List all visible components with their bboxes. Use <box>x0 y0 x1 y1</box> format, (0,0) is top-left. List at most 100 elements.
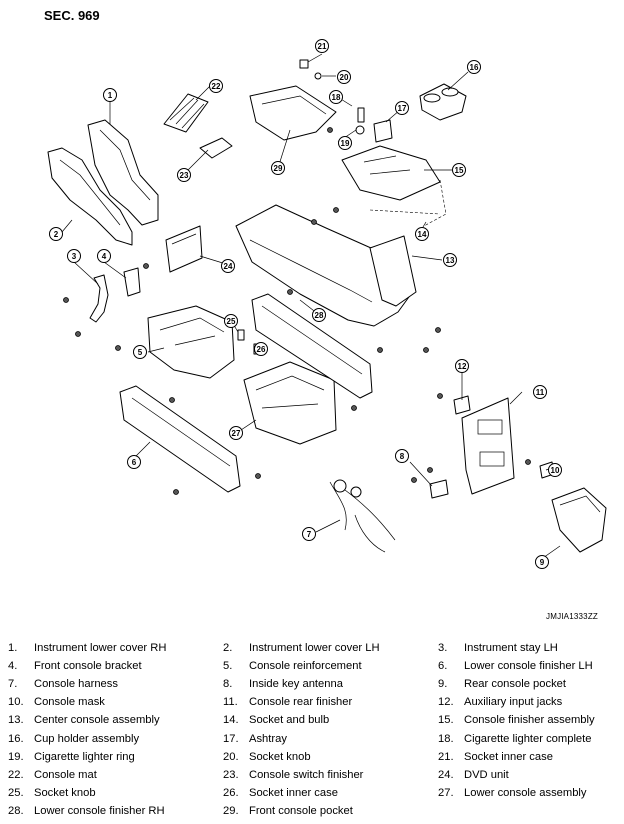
callout-number: 10 <box>551 466 560 475</box>
legend-item: 6.Lower console finisher LH <box>438 660 620 672</box>
legend-item-number: 28. <box>8 804 24 817</box>
callout-18: 18 <box>329 90 343 104</box>
callout-16: 16 <box>467 60 481 74</box>
part-8-shape <box>429 479 449 499</box>
callout-20: 20 <box>337 70 351 84</box>
legend-row: 1. Instrument lower cover RH 2. Instrument … <box>8 639 620 657</box>
callout-5: 5 <box>133 345 147 359</box>
legend-item: 9.Rear console pocket <box>438 678 620 690</box>
callout-21: 21 <box>315 39 329 53</box>
legend-item: 25.Socket knob <box>8 787 223 799</box>
callout-17: 17 <box>395 101 409 115</box>
legend-item: 15. Console finisher assembly <box>438 714 620 726</box>
legend-item: 27. Lower console assembly <box>438 787 620 799</box>
callout-15: 15 <box>452 163 466 177</box>
callout-number: 19 <box>341 139 350 148</box>
legend-item-name: Instrument lower cover RH <box>34 642 167 655</box>
legend-item-name: Cigarette lighter ring <box>34 750 135 763</box>
legend-item-number: 26. <box>223 786 239 799</box>
callout-number: 1 <box>108 91 113 100</box>
part-13-shape <box>235 204 417 327</box>
legend-item-name: Console rear finisher <box>249 696 353 709</box>
callout-13: 13 <box>443 253 457 267</box>
legend-item-number: 17. <box>223 732 239 745</box>
legend-item-name: Auxiliary input jacks <box>464 696 563 709</box>
legend-item-name: Front console pocket <box>249 804 353 817</box>
legend-item-name: Center console assembly <box>34 714 160 727</box>
callout-25: 25 <box>224 314 238 328</box>
part-22-shape <box>163 93 209 133</box>
legend-item-name: Ashtray <box>249 732 287 745</box>
callout-number: 8 <box>400 452 405 461</box>
callout-27: 27 <box>229 426 243 440</box>
callout-number: 3 <box>72 252 77 261</box>
legend-item: 29. Front console pocket <box>223 805 438 817</box>
legend-item-number: 21. <box>438 750 454 763</box>
callout-4: 4 <box>97 249 111 263</box>
legend-item: 16.Cup holder assembly <box>8 733 223 745</box>
callout-number: 25 <box>227 317 236 326</box>
legend-item: 26. Socket inner case <box>223 787 438 799</box>
callout-number: 26 <box>257 345 266 354</box>
legend-item: 11.Console rear finisher <box>223 696 438 708</box>
callout-number: 2 <box>54 230 59 239</box>
legend-item: 21.Socket inner case <box>438 751 620 763</box>
callout-10: 10 <box>548 463 562 477</box>
legend-item-number: 5. <box>223 660 233 673</box>
legend-item: 18.Cigarette lighter complete <box>438 733 620 745</box>
part-4-shape <box>123 267 141 297</box>
callout-number: 6 <box>132 458 137 467</box>
legend-item-number: 7. <box>8 678 18 691</box>
legend-item: 13.Center console assembly <box>8 714 223 726</box>
callout-6: 6 <box>127 455 141 469</box>
legend-item: 17. Ashtray <box>223 733 438 745</box>
legend-item-name: DVD unit <box>464 768 509 781</box>
legend-item-number: 15. <box>438 714 454 727</box>
legend-item-number: 23. <box>223 768 239 781</box>
part-20-21-shape <box>299 59 322 80</box>
legend-item-name: Console finisher assembly <box>464 714 595 727</box>
callout-3: 3 <box>67 249 81 263</box>
legend-item-name: Lower console assembly <box>464 786 587 799</box>
legend-item-number: 27. <box>438 786 454 799</box>
legend-item-number: 10. <box>8 696 24 709</box>
legend-item: 5. Console reinforcement <box>223 660 438 672</box>
exploded-parts-diagram: 1234567891011121314151617181920212223242… <box>47 39 607 569</box>
legend-item-number: 3. <box>438 642 448 655</box>
callout-28: 28 <box>312 308 326 322</box>
part-12-shape <box>453 395 471 415</box>
part-17-shape <box>373 119 393 143</box>
legend-item-number: 14. <box>223 714 239 727</box>
part-28-shape <box>251 293 373 399</box>
legend-item-name: Rear console pocket <box>464 678 566 691</box>
legend-item-number: 29. <box>223 804 239 817</box>
legend-item-name: Console reinforcement <box>249 660 362 673</box>
parts-legend: 1. Instrument lower cover RH 2. Instrument … <box>8 639 620 820</box>
legend-item-name: Socket knob <box>34 786 96 799</box>
legend-item-name: Lower console finisher LH <box>464 660 593 673</box>
part-15-shape <box>341 145 441 201</box>
callout-29: 29 <box>271 161 285 175</box>
legend-item-number: 1. <box>8 642 18 655</box>
fasteners <box>63 127 531 495</box>
part-1-shape <box>87 119 159 226</box>
callout-number: 23 <box>180 171 189 180</box>
legend-item-name: Socket inner case <box>249 786 338 799</box>
callout-number: 16 <box>470 63 479 72</box>
legend-item: 7.Console harness <box>8 678 223 690</box>
legend-item-name: Instrument stay LH <box>464 642 558 655</box>
legend-item: 23.Console switch finisher <box>223 769 438 781</box>
legend-item: 19.Cigarette lighter ring <box>8 751 223 763</box>
legend-item-number: 2. <box>223 642 233 655</box>
part-16-shape <box>419 83 467 121</box>
callout-number: 7 <box>307 530 312 539</box>
legend-item-name: Console mask <box>34 696 105 709</box>
legend-item-number: 16. <box>8 732 24 745</box>
callout-9: 9 <box>535 555 549 569</box>
